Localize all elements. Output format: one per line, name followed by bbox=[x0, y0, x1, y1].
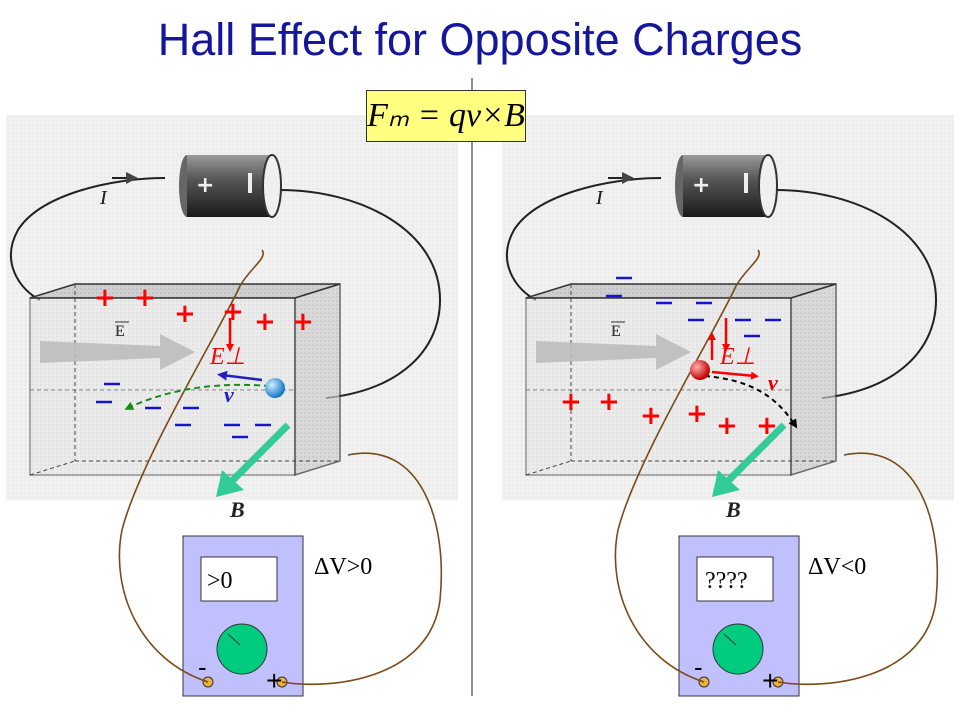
left-plus-charges: + + + + + + bbox=[94, 283, 314, 337]
svg-text:+: + bbox=[756, 411, 778, 441]
right-eperp-label: E⊥ bbox=[719, 344, 756, 370]
svg-text:+: + bbox=[640, 401, 662, 431]
left-field-label: E bbox=[115, 323, 125, 340]
left-velocity-label: v bbox=[224, 382, 234, 407]
positive-charge-particle bbox=[690, 360, 710, 380]
left-minus-terminal: - bbox=[198, 652, 207, 682]
right-minus-terminal: - bbox=[694, 652, 703, 682]
left-current-label: I bbox=[99, 187, 108, 209]
right-field-label: E bbox=[611, 323, 621, 340]
right-minus-charges bbox=[606, 276, 781, 338]
left-plus-terminal: + bbox=[266, 665, 282, 696]
left-minus-charges bbox=[96, 382, 271, 439]
negative-charge-particle bbox=[265, 378, 285, 398]
svg-text:+: + bbox=[94, 283, 116, 313]
svg-text:+: + bbox=[598, 387, 620, 417]
right-current-label: I bbox=[595, 187, 604, 209]
svg-text:+: + bbox=[716, 411, 738, 441]
svg-text:+: + bbox=[174, 299, 196, 329]
left-velocity-arrow bbox=[217, 370, 263, 382]
right-plus-charges: + + + + + + bbox=[560, 387, 778, 441]
left-delta-v: ΔV>0 bbox=[314, 554, 372, 580]
right-plus-terminal: + bbox=[762, 665, 778, 696]
svg-text:+: + bbox=[134, 283, 156, 313]
svg-text:+: + bbox=[560, 387, 582, 417]
left-eperp-label: E⊥ bbox=[209, 344, 246, 370]
right-b-label: B bbox=[725, 497, 741, 522]
left-trajectory bbox=[124, 383, 271, 410]
svg-text:+: + bbox=[292, 307, 314, 337]
lorentz-force-formula: Fₘ = qv×B bbox=[366, 90, 526, 142]
right-trajectory bbox=[704, 375, 798, 429]
svg-text:+: + bbox=[254, 307, 276, 337]
slide-title: Hall Effect for Opposite Charges bbox=[157, 14, 803, 65]
right-delta-v: ΔV<0 bbox=[808, 554, 866, 580]
right-velocity-arrow bbox=[711, 370, 759, 380]
left-b-label: B bbox=[229, 497, 245, 522]
right-meter-display: ???? bbox=[705, 568, 748, 594]
svg-text:+: + bbox=[686, 399, 708, 429]
svg-text:+: + bbox=[222, 297, 244, 327]
right-velocity-label: v bbox=[768, 370, 778, 395]
left-meter-display: >0 bbox=[207, 568, 233, 594]
